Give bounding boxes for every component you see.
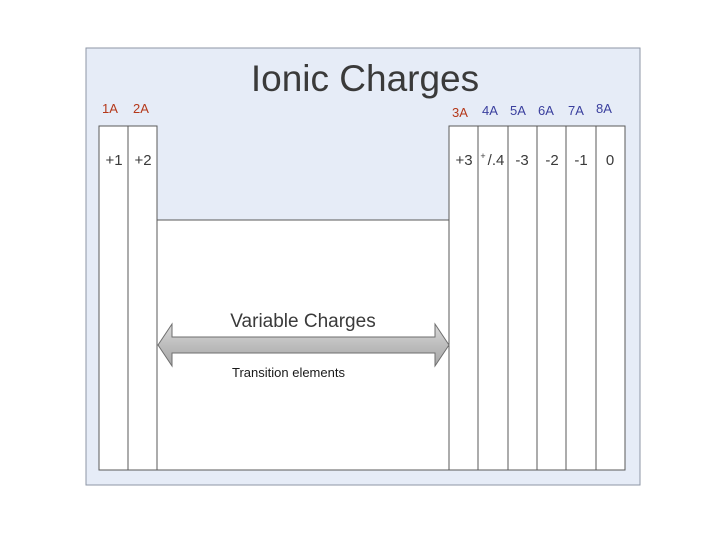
column-4a	[477, 125, 509, 471]
group-label-3a: 3A	[452, 105, 468, 120]
group-label-5a: 5A	[510, 103, 526, 118]
charge-1a: +1	[105, 152, 122, 169]
group-label-7a: 7A	[568, 103, 584, 118]
variable-charges-label: Variable Charges	[230, 311, 375, 332]
page-title: Ionic Charges	[251, 58, 479, 99]
transition-elements-label: Transition elements	[232, 365, 345, 380]
group-label-8a: 8A	[596, 101, 612, 116]
charge-4a-sup: +	[480, 151, 485, 161]
group-label-2a: 2A	[133, 101, 149, 116]
charge-2a: +2	[134, 152, 151, 169]
column-3a	[448, 125, 479, 471]
charge-8a: 0	[606, 152, 614, 169]
group-label-1a: 1A	[102, 101, 118, 116]
column-5a	[507, 125, 538, 471]
double-arrow-icon	[157, 322, 450, 368]
charge-3a: +3	[455, 152, 472, 169]
column-7a	[565, 125, 597, 471]
column-6a	[536, 125, 567, 471]
charge-5a: -3	[515, 152, 528, 169]
charge-7a: -1	[574, 152, 587, 169]
column-1a	[98, 125, 129, 471]
column-8a	[595, 125, 626, 471]
group-label-4a: 4A	[482, 103, 498, 118]
column-2a	[127, 125, 158, 471]
group-label-6a: 6A	[538, 103, 554, 118]
charge-6a: -2	[545, 152, 558, 169]
charge-4a: /.4	[488, 152, 505, 169]
